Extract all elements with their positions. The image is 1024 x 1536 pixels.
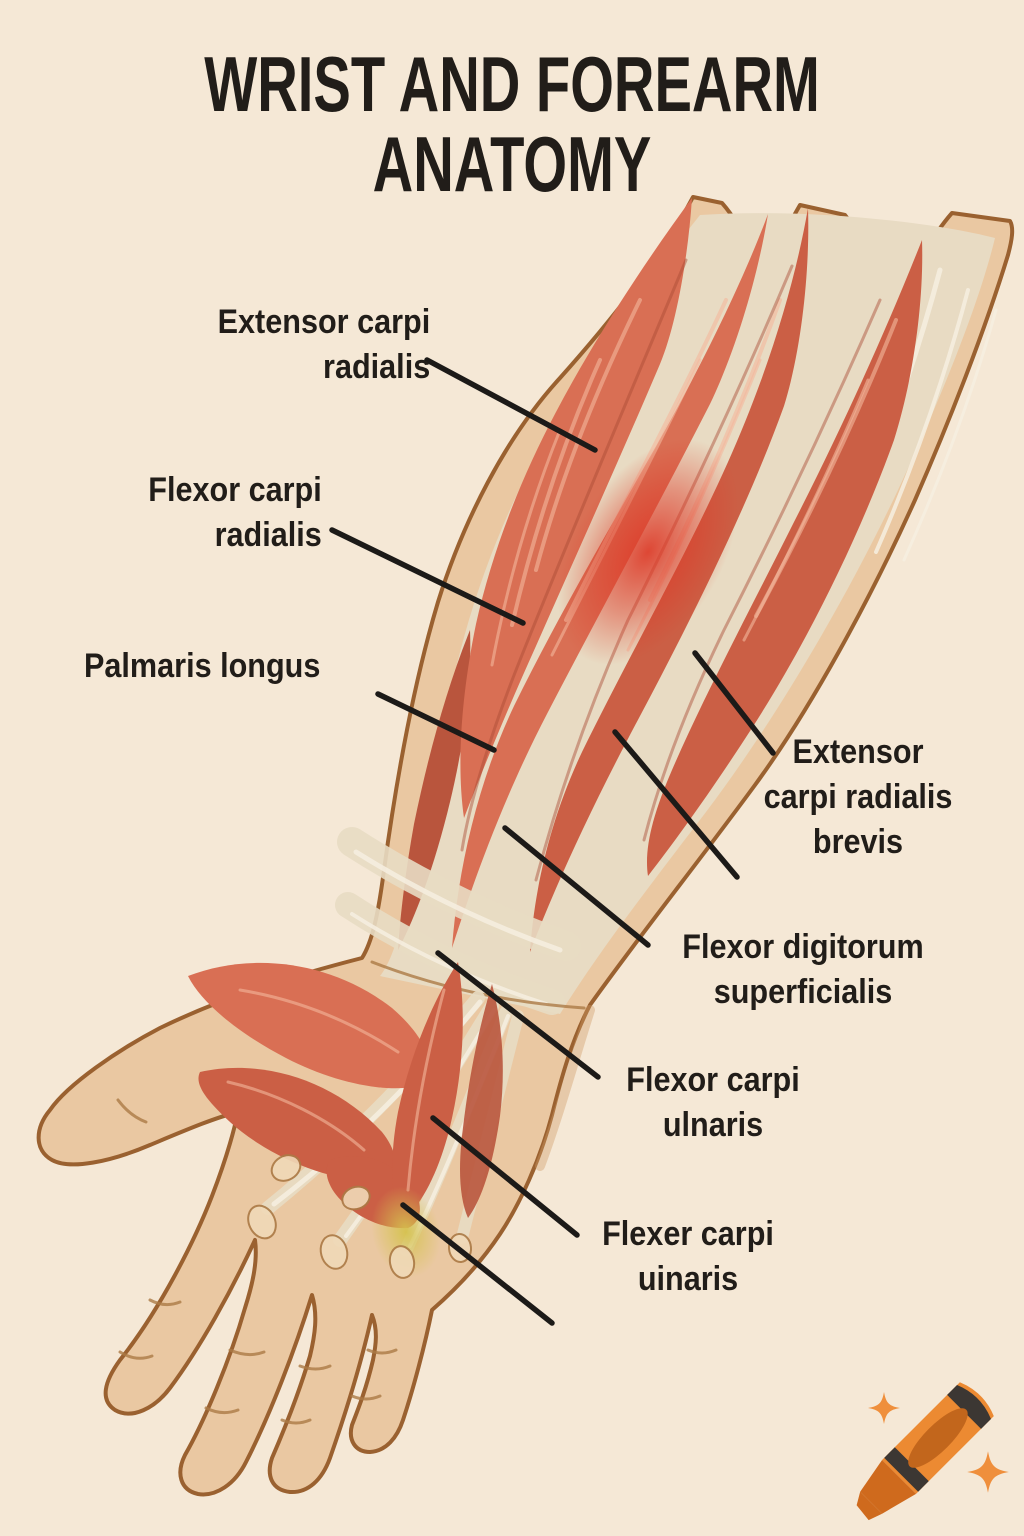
leader-lines [329,357,776,1326]
title-line-2: ANATOMY [372,120,652,208]
forearm-muscles [335,198,923,1015]
crayon-logo [856,1382,1009,1521]
bursa-spot [371,1186,441,1278]
leader-line-palmaris-longus [375,691,497,753]
inflamed-area [557,439,739,665]
leader-line-flexor-carpi-radialis [329,527,526,626]
label-palmaris-longus: Palmaris longus [84,647,321,685]
leader-line-flexor-digitorum-superficialis [502,825,651,948]
leader-line-extensor-carpi-radialis [424,357,598,453]
title-line-1: WRIST AND FOREARM [204,40,820,128]
leader-line-flexer-carpi-uinaris [430,1115,580,1238]
muscle-flexor-digitorum [530,208,809,952]
poster-title: WRIST AND FOREARM ANATOMY [143,44,880,204]
muscle-thenar-upper [188,962,432,1089]
muscle-thenar-lower [198,1067,396,1181]
sparkle-icon [967,1451,1009,1493]
muscle-extensor-carpi-radialis [460,198,692,818]
leader-line-flexor-carpi-ulnaris [435,950,601,1080]
hand [116,960,595,1425]
sparkle-icon [868,1392,900,1424]
leader-line-extensor-carpi-radialis-brevis [612,729,740,880]
leader-line-flexer-carpi-uinaris [400,1202,555,1326]
leader-line-extensor-carpi-radialis-brevis [692,650,776,756]
